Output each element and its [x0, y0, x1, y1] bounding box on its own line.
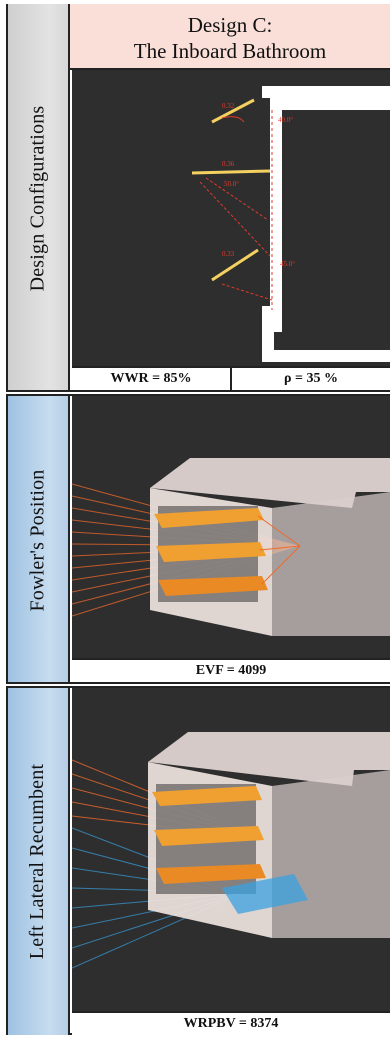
room-wall-top — [262, 86, 390, 332]
shade-middle-3d — [154, 826, 264, 846]
row-separator — [6, 390, 390, 396]
shade-top-3d — [152, 786, 262, 806]
configuration-plan-panel: 40.0° 0.32 0.36 50.0° 0.33 45.0° — [72, 70, 390, 366]
room-top-face — [150, 458, 390, 508]
fowler-focus-lines — [257, 515, 301, 585]
fowler-render — [72, 458, 390, 636]
plan-drawing: 40.0° 0.32 0.36 50.0° 0.33 45.0° — [191, 86, 390, 362]
row-label-fowlers-position: Fowler's Position — [8, 396, 70, 684]
wwr-value: WWR = 85% — [110, 371, 192, 386]
angle-arc-top — [221, 116, 245, 123]
caption-divider — [230, 368, 232, 390]
shade-bottom-3d — [156, 864, 266, 884]
shade-bottom — [211, 248, 259, 282]
dimension-line-bottom — [221, 283, 273, 301]
row-separator — [6, 682, 390, 688]
row-label-design-configurations: Design Configurations — [8, 4, 70, 392]
angle-label-bottom: 45.0° — [280, 260, 295, 268]
shade-top — [211, 98, 255, 124]
fowler-render-panel — [72, 396, 390, 658]
room-side-face — [272, 770, 390, 938]
lateral-render — [72, 732, 390, 969]
lateral-caption: WRPBV = 8374 — [72, 1011, 390, 1035]
shade-top-3d — [154, 508, 264, 528]
lateral-target-patch — [222, 874, 308, 914]
fowler-caption: EVF = 4099 — [72, 658, 390, 682]
room-wall-bottom — [262, 306, 390, 362]
row-label-left-lateral-recumbent: Left Lateral Recumbent — [8, 688, 70, 1035]
design-title: Design C: The Inboard Bathroom — [70, 4, 390, 70]
room-top-face — [148, 732, 390, 786]
wrpbv-value: WRPBV = 8374 — [183, 1016, 279, 1031]
length-label-middle: 0.36 — [222, 160, 235, 168]
evf-value: EVF = 4099 — [195, 663, 267, 678]
title-line-1: Design C: — [187, 13, 273, 37]
dimension-line-middle — [205, 177, 269, 221]
rho-value: ρ = 35 % — [284, 371, 338, 386]
title-line-2: The Inboard Bathroom — [133, 39, 327, 63]
row-label-text: Design Configurations — [26, 105, 49, 291]
row-label-text: Fowler's Position — [26, 468, 49, 612]
shade-bottom-3d — [158, 576, 268, 596]
length-label-top: 0.32 — [222, 102, 235, 110]
configuration-caption: WWR = 85% ρ = 35 % — [72, 366, 390, 390]
shade-middle-3d — [156, 542, 266, 562]
row-label-text: Left Lateral Recumbent — [26, 763, 49, 960]
room-side-face — [272, 492, 390, 636]
angle-label-middle: 50.0° — [224, 180, 239, 188]
length-label-bottom: 0.33 — [222, 250, 235, 258]
shade-middle — [191, 169, 271, 175]
angle-label-top: 40.0° — [278, 116, 293, 124]
lateral-render-panel — [72, 688, 390, 1011]
dimension-line-lower — [199, 181, 271, 257]
